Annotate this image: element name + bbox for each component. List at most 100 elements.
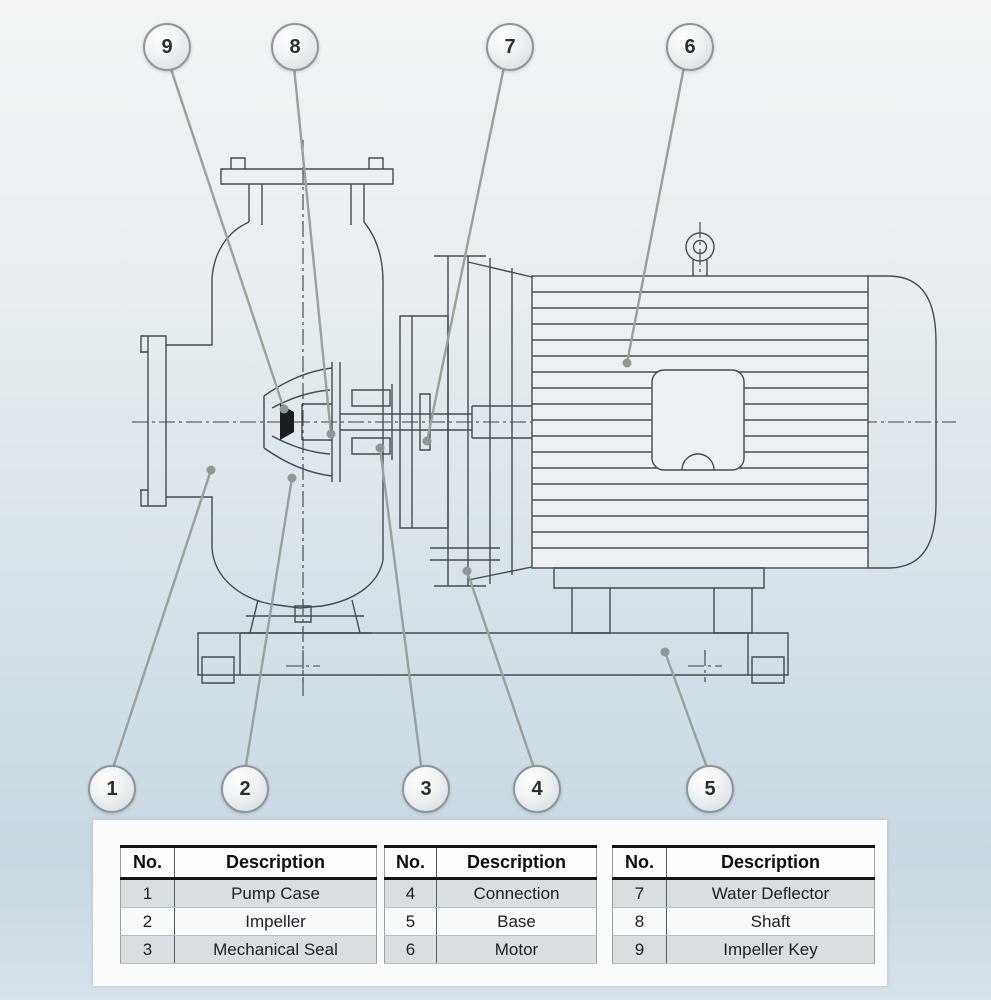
leader-dot-3 bbox=[375, 443, 385, 453]
table-header-row: No. Description bbox=[120, 845, 377, 880]
leader-lines bbox=[112, 64, 708, 767]
part-no: 3 bbox=[120, 935, 175, 964]
part-description: Pump Case bbox=[174, 878, 377, 908]
part-no: 7 bbox=[612, 878, 667, 908]
terminal-box-notch bbox=[681, 453, 715, 471]
table-row: 1 Pump Case bbox=[120, 878, 377, 908]
leader-line-8 bbox=[292, 65, 333, 436]
part-description: Motor bbox=[436, 935, 597, 964]
table-header-description: Description bbox=[436, 845, 597, 880]
pump-case bbox=[140, 157, 394, 634]
callout-5: 5 bbox=[686, 765, 734, 813]
leader-dot-9 bbox=[279, 404, 289, 414]
terminal-box bbox=[651, 369, 745, 471]
base-cross-marks bbox=[286, 650, 722, 682]
callout-number: 3 bbox=[420, 777, 432, 800]
leader-line-6 bbox=[625, 65, 686, 365]
table-header-no: No. bbox=[120, 845, 175, 880]
part-no: 1 bbox=[120, 878, 175, 908]
callout-number: 5 bbox=[704, 777, 716, 800]
leader-dot-6 bbox=[622, 358, 632, 368]
leader-line-9 bbox=[168, 64, 286, 411]
callout-number: 6 bbox=[684, 35, 696, 58]
suction-flange bbox=[140, 335, 167, 507]
table-row: 8 Shaft bbox=[612, 907, 875, 936]
discharge-flange bbox=[220, 157, 394, 185]
table-row: 3 Mechanical Seal bbox=[120, 935, 377, 964]
part-no: 2 bbox=[120, 907, 175, 936]
leader-dot-1 bbox=[206, 465, 216, 475]
motor-bell bbox=[467, 258, 533, 584]
table-row: 4 Connection bbox=[384, 878, 597, 908]
lifting-eyebolt bbox=[685, 232, 715, 276]
part-no: 9 bbox=[612, 935, 667, 964]
table-header-description: Description bbox=[666, 845, 875, 880]
motor-end-cap bbox=[868, 275, 937, 569]
part-description: Water Deflector bbox=[666, 878, 875, 908]
callout-2: 2 bbox=[221, 765, 269, 813]
volute-outline bbox=[166, 221, 384, 609]
table-row: 7 Water Deflector bbox=[612, 878, 875, 908]
shaft bbox=[340, 405, 536, 439]
callout-number: 2 bbox=[239, 777, 251, 800]
callout-number: 8 bbox=[289, 35, 301, 58]
parts-table-3: No. Description 7 Water Deflector 8 Shaf… bbox=[612, 845, 875, 964]
callout-number: 9 bbox=[161, 35, 173, 58]
mechanical-seal bbox=[351, 384, 393, 460]
parts-table-1: No. Description 1 Pump Case 2 Impeller 3… bbox=[120, 845, 377, 964]
table-header-no: No. bbox=[384, 845, 437, 880]
adapter-plate bbox=[430, 255, 500, 587]
table-header-row: No. Description bbox=[384, 845, 597, 880]
part-no: 8 bbox=[612, 907, 667, 936]
callout-8: 8 bbox=[271, 23, 319, 71]
callout-4: 4 bbox=[513, 765, 561, 813]
leader-dot-2 bbox=[287, 473, 297, 483]
parts-tables-panel: No. Description 1 Pump Case 2 Impeller 3… bbox=[93, 820, 887, 986]
drain-plug bbox=[294, 605, 312, 623]
table-header-no: No. bbox=[612, 845, 667, 880]
base-plate bbox=[197, 632, 789, 684]
water-deflector bbox=[419, 393, 431, 451]
callout-number: 4 bbox=[531, 777, 543, 800]
leader-line-3 bbox=[378, 446, 423, 767]
parts-table-2: No. Description 4 Connection 5 Base 6 Mo… bbox=[384, 845, 597, 964]
table-row: 2 Impeller bbox=[120, 907, 377, 936]
part-description: Connection bbox=[436, 878, 597, 908]
leader-line-7 bbox=[425, 65, 506, 443]
impeller-shrouds bbox=[263, 362, 341, 482]
callout-1: 1 bbox=[88, 765, 136, 813]
callout-3: 3 bbox=[402, 765, 450, 813]
leader-line-1 bbox=[112, 468, 213, 767]
part-no: 4 bbox=[384, 878, 437, 908]
callout-6: 6 bbox=[666, 23, 714, 71]
leader-line-2 bbox=[244, 476, 294, 767]
motor-feet bbox=[553, 567, 765, 634]
leader-dot-8 bbox=[326, 429, 336, 439]
callout-number: 1 bbox=[106, 777, 118, 800]
callout-9: 9 bbox=[143, 23, 191, 71]
table-header-row: No. Description bbox=[612, 845, 875, 880]
callout-7: 7 bbox=[486, 23, 534, 71]
leader-dot-4 bbox=[462, 566, 472, 576]
leader-dot-5 bbox=[660, 647, 670, 657]
part-no: 5 bbox=[384, 907, 437, 936]
part-description: Shaft bbox=[666, 907, 875, 936]
motor bbox=[531, 232, 937, 634]
table-row: 9 Impeller Key bbox=[612, 935, 875, 964]
table-row: 6 Motor bbox=[384, 935, 597, 964]
leader-line-4 bbox=[465, 569, 535, 767]
callout-number: 7 bbox=[504, 35, 516, 58]
discharge-neck bbox=[248, 184, 365, 225]
part-no: 6 bbox=[384, 935, 437, 964]
pump-pedestal bbox=[240, 599, 372, 634]
part-description: Mechanical Seal bbox=[174, 935, 377, 964]
leader-line-5 bbox=[663, 650, 708, 767]
leader-dot-7 bbox=[422, 436, 432, 446]
table-row: 5 Base bbox=[384, 907, 597, 936]
part-description: Impeller bbox=[174, 907, 377, 936]
connection-bracket bbox=[399, 255, 533, 587]
table-header-description: Description bbox=[174, 845, 377, 880]
part-description: Base bbox=[436, 907, 597, 936]
